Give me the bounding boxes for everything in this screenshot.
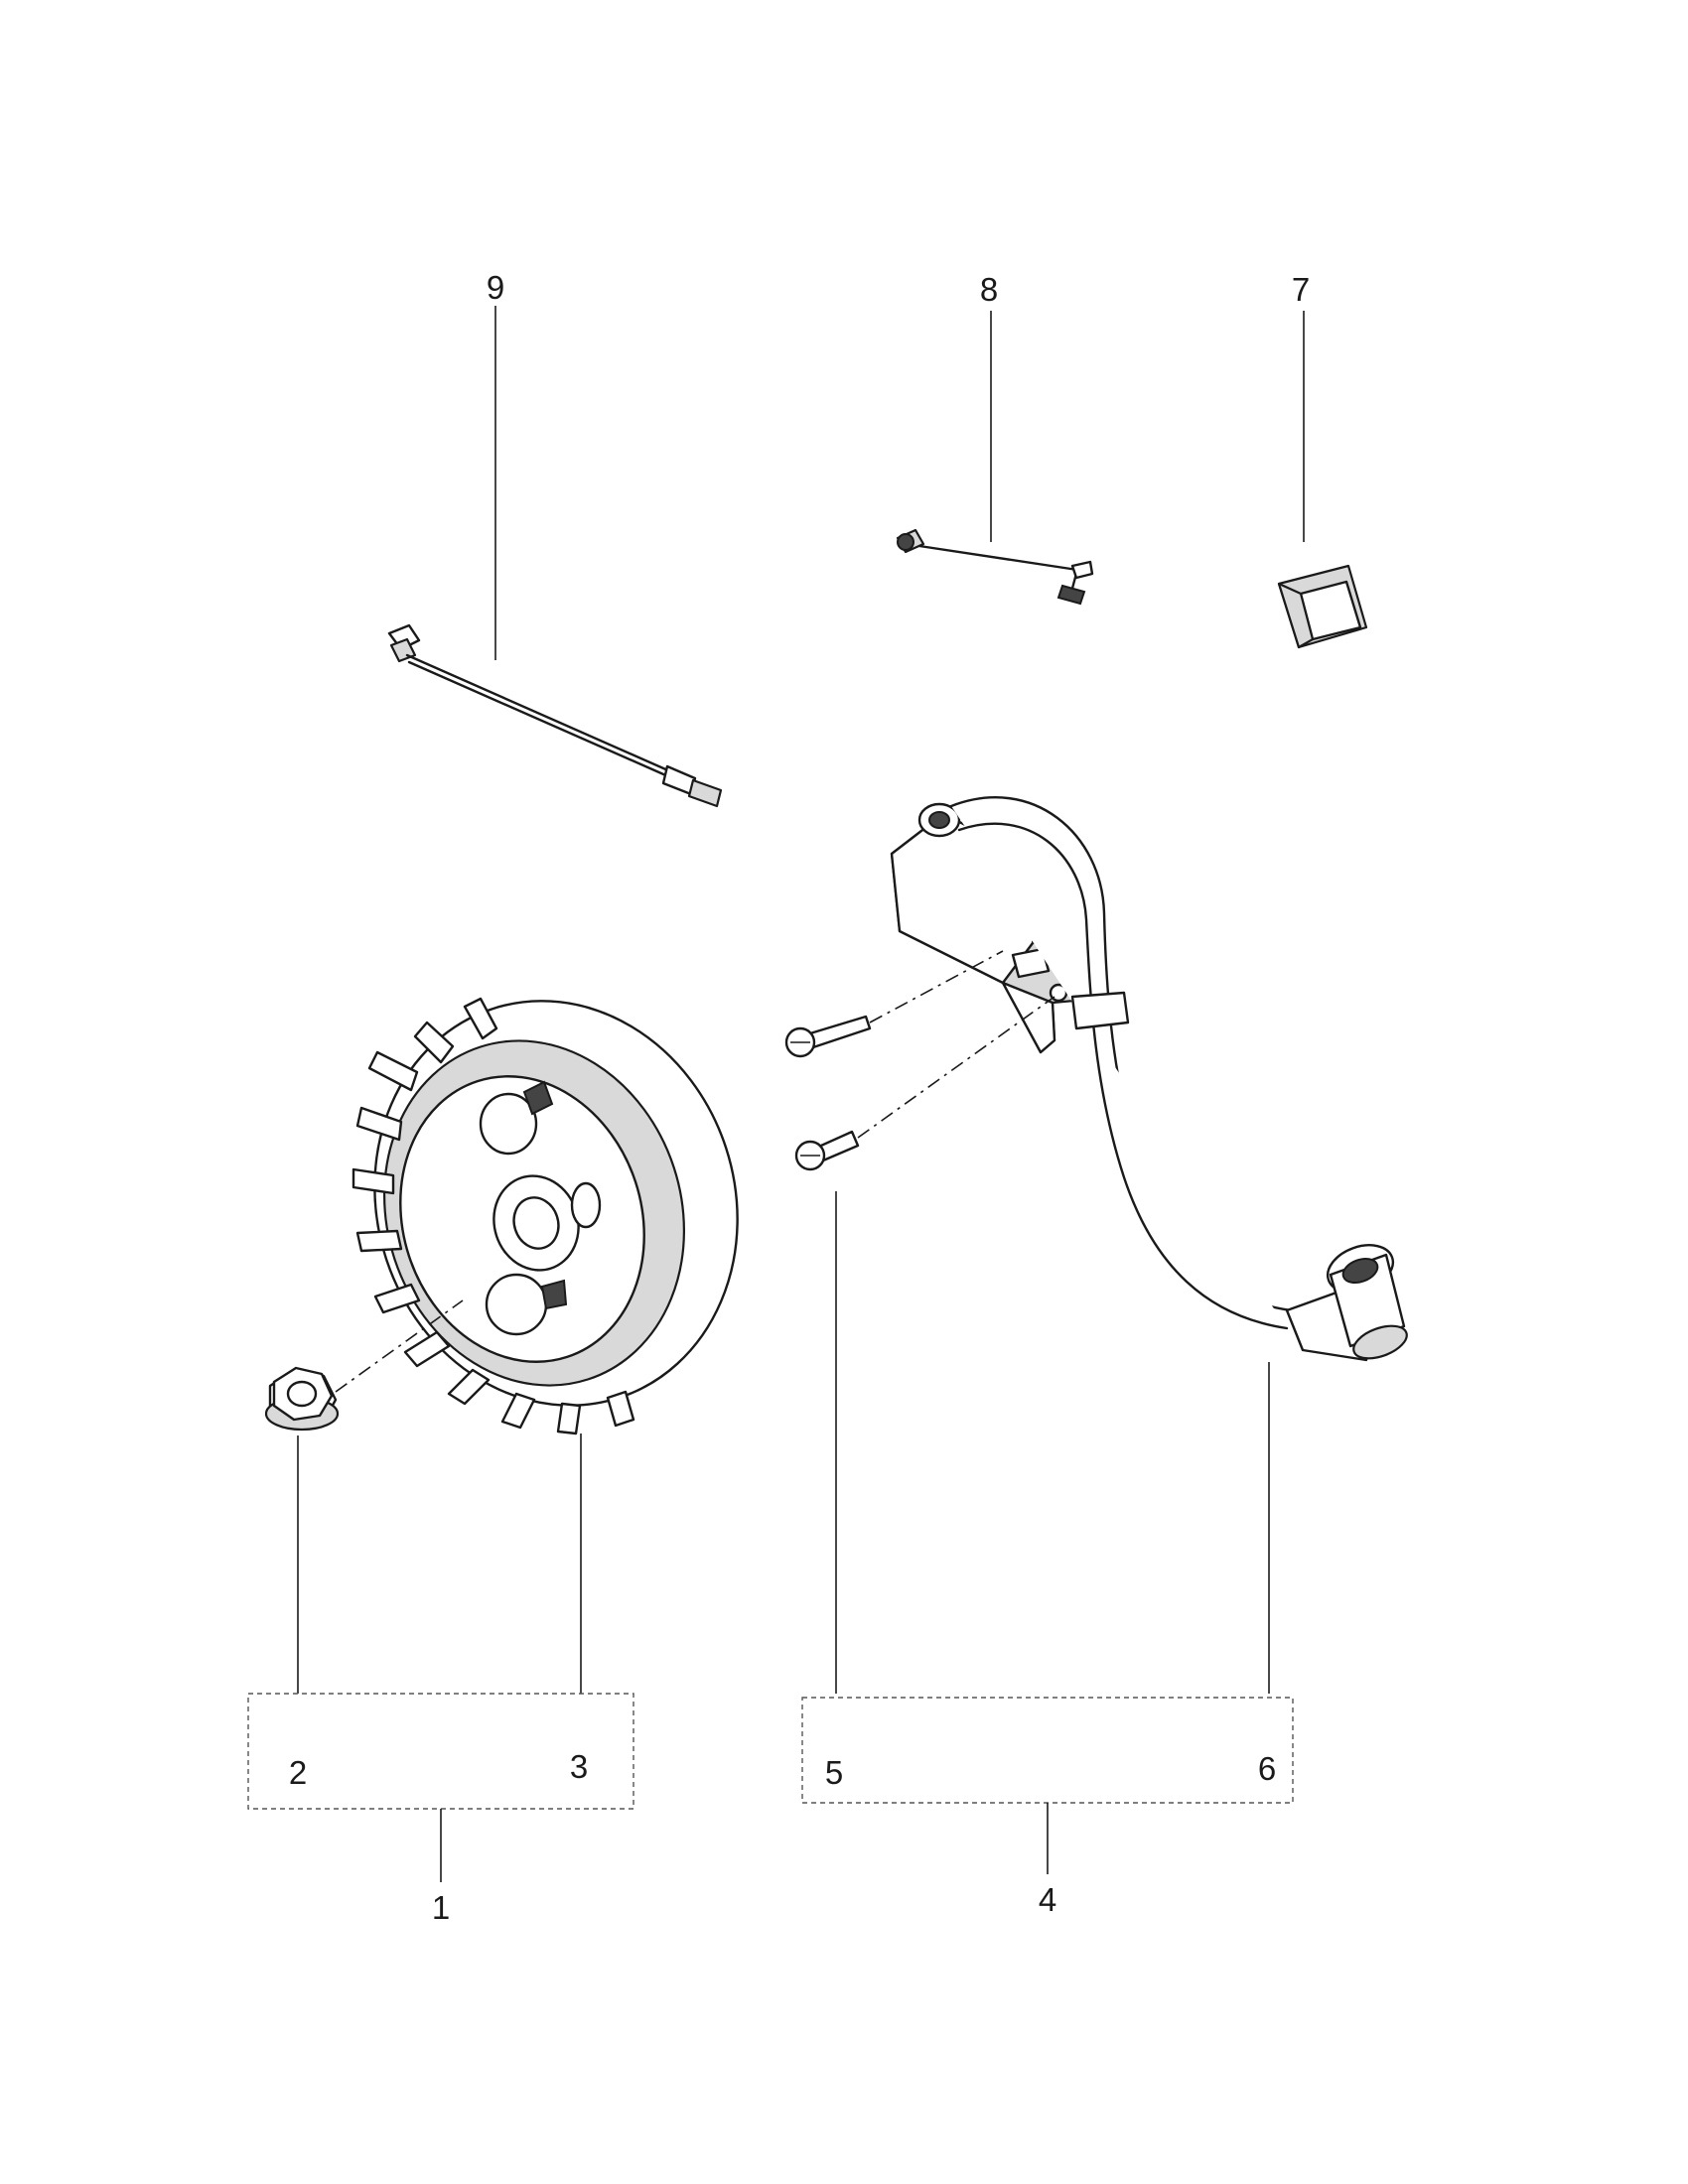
callout-5: 5: [824, 1754, 844, 1791]
axis-line: [857, 996, 1055, 1139]
rocker-switch-icon: [1277, 564, 1368, 649]
axis-line: [335, 1299, 464, 1393]
ground-wire-icon: [387, 623, 723, 808]
callout-7: 7: [1291, 271, 1311, 308]
ignition-coil-icon: [890, 796, 1408, 1362]
kit-box-4: [801, 1697, 1294, 1804]
callout-9: 9: [486, 269, 505, 306]
callout-3: 3: [569, 1748, 589, 1785]
screw-icon: [794, 1130, 860, 1171]
flywheel-icon: [352, 997, 739, 1435]
callout-4: 4: [1038, 1881, 1057, 1918]
callout-1: 1: [431, 1889, 451, 1926]
flange-nut-icon: [264, 1366, 340, 1432]
callout-6: 6: [1257, 1750, 1277, 1787]
callout-2: 2: [288, 1754, 308, 1791]
short-wire-icon: [896, 528, 1094, 606]
axis-line: [869, 950, 1004, 1024]
screw-icon: [784, 1015, 872, 1058]
callout-8: 8: [979, 271, 999, 308]
